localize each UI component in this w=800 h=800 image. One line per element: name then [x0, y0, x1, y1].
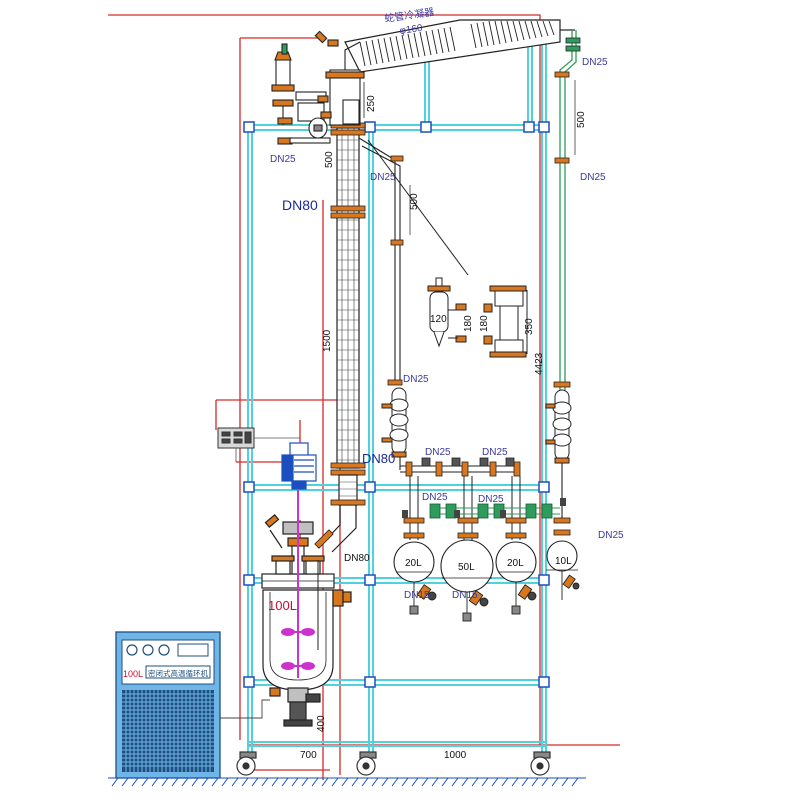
frame-clamps [243, 121, 550, 688]
lower-dn80-label: DN80 [362, 451, 395, 466]
control-box [217, 427, 255, 449]
circulator-unit: 100L 密闭式高温循环机 [115, 631, 221, 779]
receiver-top-valves [402, 498, 566, 518]
receiver-bottom-valves [409, 571, 580, 622]
manifold-dn25-d-label: DN25 [478, 494, 504, 505]
ground-line [108, 777, 586, 787]
condenser-title: 蛇管冷凝器 [384, 5, 435, 25]
column-head [271, 30, 365, 145]
dim-1000-label: 1000 [444, 750, 467, 761]
column-packing-hatch [337, 139, 359, 461]
dim-1500-label: 1500 [322, 329, 333, 352]
dim-400-label: 400 [316, 715, 327, 732]
head-dn25-label: DN25 [270, 154, 296, 165]
dim-250-label: 250 [366, 95, 377, 112]
valve-dn15-b-label: DN15 [452, 590, 478, 601]
right-return-line [559, 30, 577, 390]
receiver-dn25-label: DN25 [598, 530, 624, 541]
right-line-fittings [553, 37, 581, 388]
condenser-diameter: φ160 [399, 23, 424, 37]
dim-700-label: 700 [300, 750, 317, 761]
receiver-20l-b-label: 20L [507, 558, 524, 569]
receiver-10l-label: 10L [555, 556, 572, 567]
right-bulb-cooler [545, 389, 572, 464]
stirrer-motor [281, 442, 317, 490]
detail-inset [427, 277, 528, 358]
receiver-20l-a-label: 20L [405, 558, 422, 569]
manifold-dn25-b-label: DN25 [482, 447, 508, 458]
column-dn80-label: DN80 [282, 197, 318, 213]
detail-180b-label: 180 [479, 315, 490, 332]
column-dim-500-label: 500 [324, 151, 335, 168]
right-dim-500-label: 500 [576, 111, 587, 128]
left-bulb-cooler [381, 387, 409, 458]
receiver-neck-flanges [403, 517, 571, 539]
circulator-name-label: 密闭式高温循环机 [148, 668, 208, 678]
receiver-50l-label: 50L [458, 562, 475, 573]
dim-250-group: 250 [363, 82, 377, 118]
detail-180a-label: 180 [463, 315, 474, 332]
reactor-volume-label: 100L [268, 598, 297, 613]
manifold-dn25-c-label: DN25 [422, 492, 448, 503]
detail-120-label: 120 [430, 314, 447, 325]
manifold-fittings [405, 461, 521, 477]
dim-4423-label: 4423 [534, 352, 545, 375]
cooler-dn25-label: DN25 [403, 374, 429, 385]
manifold-dn25-a-label: DN25 [425, 447, 451, 458]
serpentine-condenser: 蛇管冷凝器 φ160 [344, 5, 575, 73]
right-mid-dn25-label: DN25 [580, 172, 606, 183]
flask-neck-dn80-label: DN80 [344, 553, 370, 564]
side-line-flanges [387, 155, 404, 386]
receiver-flasks [393, 539, 578, 593]
circulator-hoses [220, 699, 270, 719]
right-top-dn25-label: DN25 [582, 57, 608, 68]
detail-350-label: 350 [524, 318, 535, 335]
side-dim-500-label: 500 [409, 193, 420, 210]
packed-column [314, 122, 366, 553]
circulator-capacity-label: 100L [123, 669, 143, 679]
receiver-green-valves [429, 503, 553, 519]
valve-dn15-a-label: DN15 [404, 590, 430, 601]
side-dn25-label: DN25 [370, 172, 396, 183]
stirrer-assembly [281, 490, 315, 678]
manifold-valves [421, 457, 515, 467]
caster-wheels [236, 751, 551, 776]
